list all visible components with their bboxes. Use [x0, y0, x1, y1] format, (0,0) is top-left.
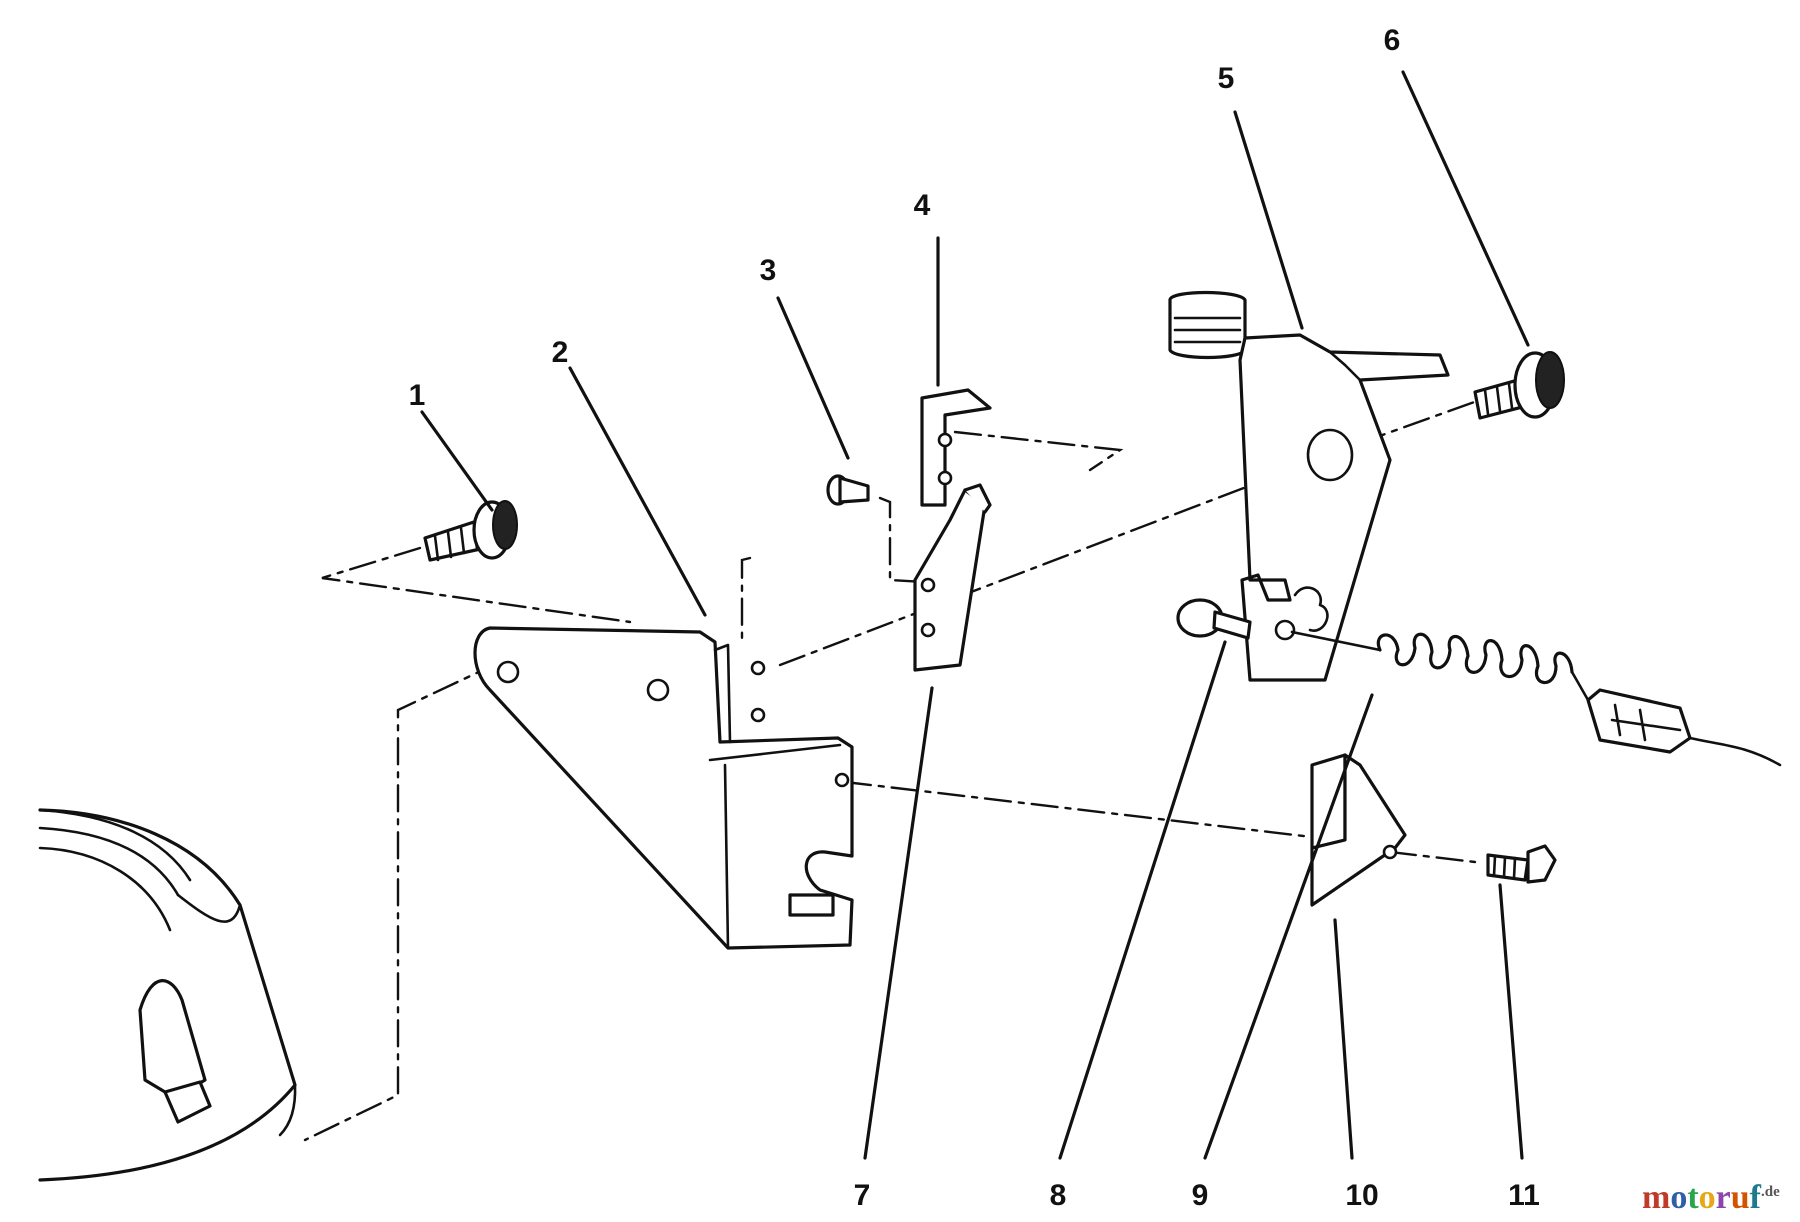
bolt-part-11	[1486, 844, 1557, 884]
callout-8: 8	[1050, 1179, 1067, 1212]
cable-spring-part-9	[1290, 630, 1782, 767]
watermark-letter: m	[1642, 1179, 1670, 1216]
callout-labels: 1 2 3 4 5 6 7 8 9 10 11	[409, 24, 1540, 1212]
screw-part-6	[1473, 351, 1565, 420]
watermark-suffix: .de	[1761, 1184, 1780, 1200]
callout-11: 11	[1508, 1179, 1540, 1212]
pin-part-3	[826, 474, 870, 506]
callout-9: 9	[1192, 1179, 1209, 1212]
watermark-letter: u	[1731, 1179, 1750, 1216]
watermark-brand: motoruf	[1642, 1179, 1762, 1216]
svg-text:motoruf.de: motoruf.de	[1642, 1179, 1780, 1216]
lever-part-7	[913, 483, 992, 672]
screw-part-1	[423, 500, 518, 562]
callout-1: 1	[409, 379, 426, 412]
mower-housing	[38, 808, 297, 1182]
callout-5: 5	[1218, 62, 1235, 95]
callout-4: 4	[914, 189, 931, 222]
watermark-letter: r	[1716, 1179, 1731, 1216]
watermark-letter: o	[1670, 1179, 1687, 1216]
watermark-letter: o	[1699, 1179, 1716, 1216]
watermark-letter: t	[1687, 1179, 1699, 1216]
callout-10: 10	[1345, 1179, 1378, 1212]
control-lever-part-5	[1168, 290, 1450, 682]
watermark-letter: f	[1750, 1179, 1762, 1216]
plate-part-10	[1310, 753, 1407, 907]
callout-3: 3	[760, 254, 777, 287]
leader-lines	[420, 70, 1530, 1160]
callout-2: 2	[552, 336, 569, 369]
clip-part-4	[920, 388, 992, 507]
watermark-logo: motoruf.de	[1642, 1179, 1780, 1216]
knob-part-8	[1176, 598, 1252, 640]
callout-7: 7	[854, 1179, 871, 1212]
callout-6: 6	[1384, 24, 1401, 57]
assembly-lines	[303, 398, 1482, 1142]
main-bracket	[473, 626, 854, 950]
